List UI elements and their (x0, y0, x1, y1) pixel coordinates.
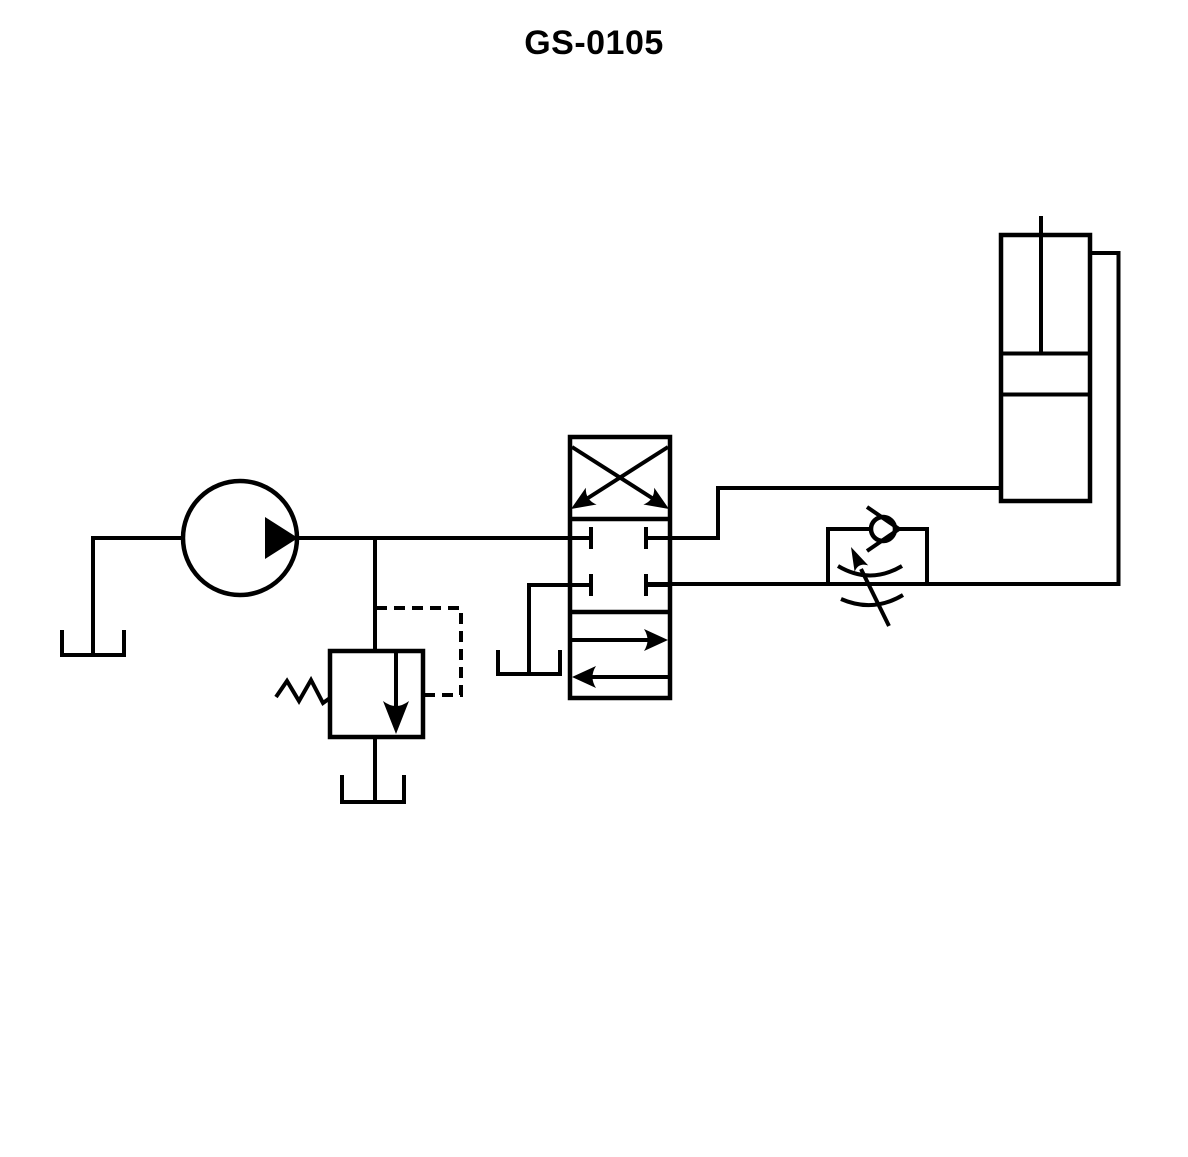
check-ball (868, 514, 898, 544)
parallel-flow-position (571, 629, 669, 688)
crossed-arrows-position (570, 445, 670, 509)
fc-box-right (898, 527, 929, 584)
reservoir-icon (340, 775, 406, 804)
pump-flow-triangle (265, 517, 298, 559)
diagram-title: GS-0105 (524, 24, 664, 62)
cylinder-body (998, 232, 1093, 504)
component-bodies (180, 232, 1093, 740)
adjust-arrow-shaft (859, 568, 891, 627)
fc-box-left (826, 527, 869, 584)
cross-line-a (570, 445, 654, 500)
restrictor-arc-top (836, 564, 904, 578)
reservoir-icon (496, 650, 562, 676)
directional-valve-body (567, 434, 673, 701)
cross-arrowhead-b (571, 487, 597, 509)
valve-drain (496, 583, 591, 676)
reservoir-icon (60, 630, 126, 657)
relief-valve-icon (274, 538, 463, 804)
drain-line (527, 583, 591, 673)
flow-arrowhead-right (644, 629, 668, 651)
relief-arrow-head (383, 701, 409, 734)
dashed-pilot-line (376, 606, 463, 697)
check-seat (865, 505, 903, 553)
relief-valve-body (327, 648, 426, 740)
suction-line (91, 536, 183, 654)
cap-end-line (646, 486, 1001, 540)
flow-control-valve-icon (826, 505, 929, 627)
cross-line-b (586, 445, 670, 500)
cylinder-icon (1001, 216, 1090, 397)
cross-arrowhead-a (643, 487, 669, 509)
adjust-arrow-head (851, 547, 869, 572)
restrictor-arc-bottom (840, 593, 905, 608)
spring-icon (274, 675, 332, 706)
pump-icon (60, 517, 298, 657)
check-valve-icon (865, 505, 903, 553)
rod-end-line (646, 251, 1121, 586)
variable-restrictor-icon (836, 547, 905, 627)
flow-arrowhead-left (572, 666, 596, 688)
